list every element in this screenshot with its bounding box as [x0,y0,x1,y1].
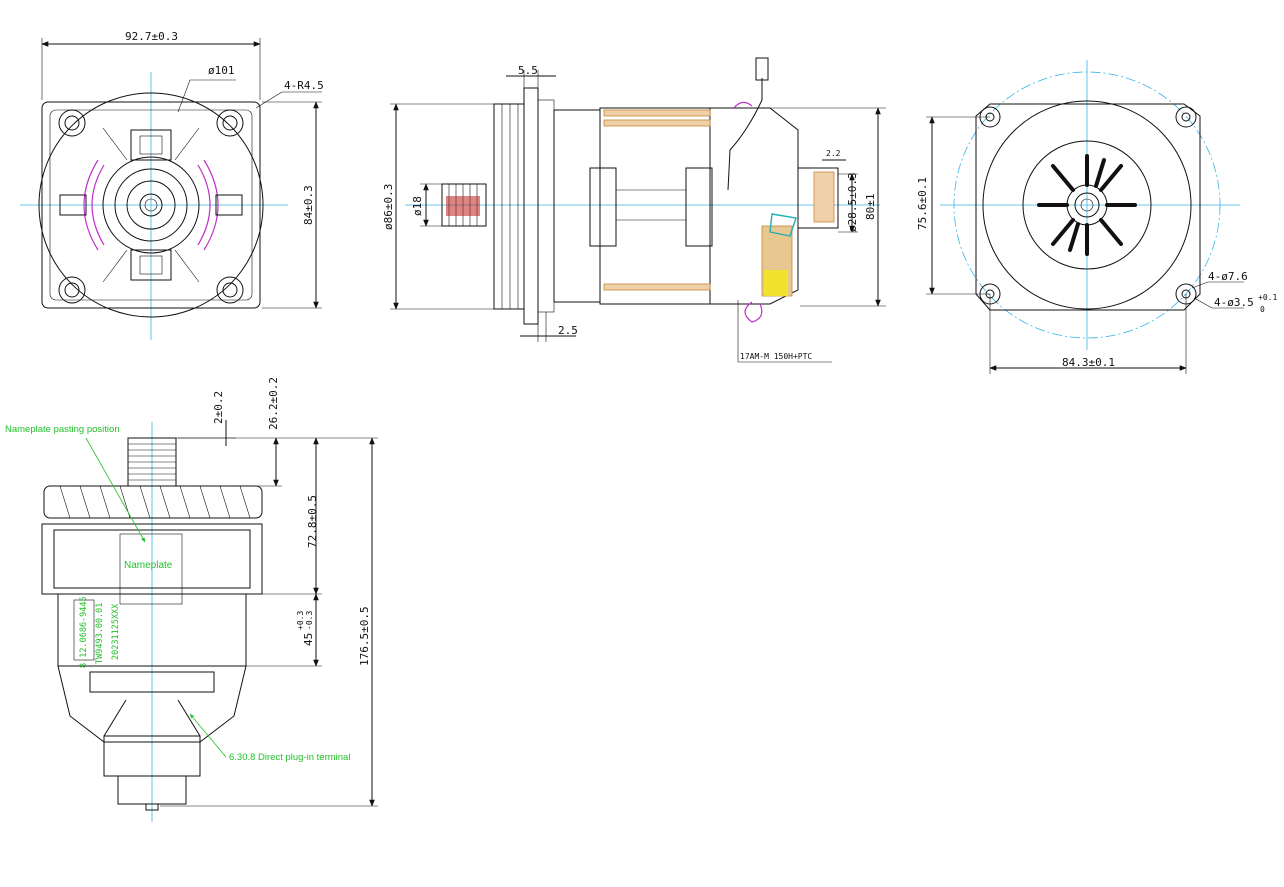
dim-total-height: 176.5±0.5 [358,606,371,666]
dim-lower-height: 45 [302,633,315,646]
nameplate-marking-line3: 20231125XXX [111,603,121,660]
dim-end-width: 84.3±0.1 [1062,356,1115,369]
dim-holes-small-tol: +0.1 [1258,293,1277,302]
dim-gear-gap: 2±0.2 [212,391,225,424]
dim-gear-height: 26.2±0.2 [267,377,280,430]
dim-holes-small: 4-ø3.5 [1214,296,1254,309]
dim-overall-height: 80±1 [864,194,877,221]
nameplate-label: Nameplate [124,560,173,571]
dim-height-top: 84±0.3 [302,185,315,225]
dim-body-dia: ø86±0.3 [382,184,395,230]
dim-body-height: 72.8±0.5 [306,495,319,548]
thermal-label: 17AM-M 150H+PTC [740,352,812,361]
dim-terminal-step: 2.2 [826,149,841,158]
end-view [926,60,1244,374]
dim-flange: 5.5 [518,64,538,77]
dim-holes-large: 4-ø7.6 [1208,270,1248,283]
terminal-label: 6.30.8 Direct plug-in terminal [229,752,350,763]
corner-holes [58,109,244,304]
top-view [20,38,322,340]
fan-blades [1037,154,1137,256]
side-view [390,57,886,363]
dim-circle-dia: ø101 [208,64,235,77]
nameplate-marking-line1: 8.12.0686-9445 [79,596,89,668]
dim-bottom-step: 2.5 [558,324,578,337]
dim-lower-tol-minus: -0.3 [305,611,314,630]
dim-width-top: 92.7±0.3 [125,30,178,43]
nameplate-area [119,533,183,605]
dim-shaft-dia: ø18 [411,196,424,216]
gear-teeth [128,443,176,481]
dim-holes-small-tol2: 0 [1260,305,1265,314]
nameplate-marking-line2: TW9493.00.01 [95,603,105,664]
dim-lower-tol-plus: +0.3 [296,611,305,630]
fan-ribs [59,485,251,519]
nameplate-position-label: Nameplate pasting position [5,424,120,435]
dim-housing-dia: ø28.5±0.3 [846,172,859,232]
dim-end-height: 75.6±0.1 [916,177,929,230]
front-view [41,420,378,822]
dim-corner-radius: 4-R4.5 [284,79,324,92]
